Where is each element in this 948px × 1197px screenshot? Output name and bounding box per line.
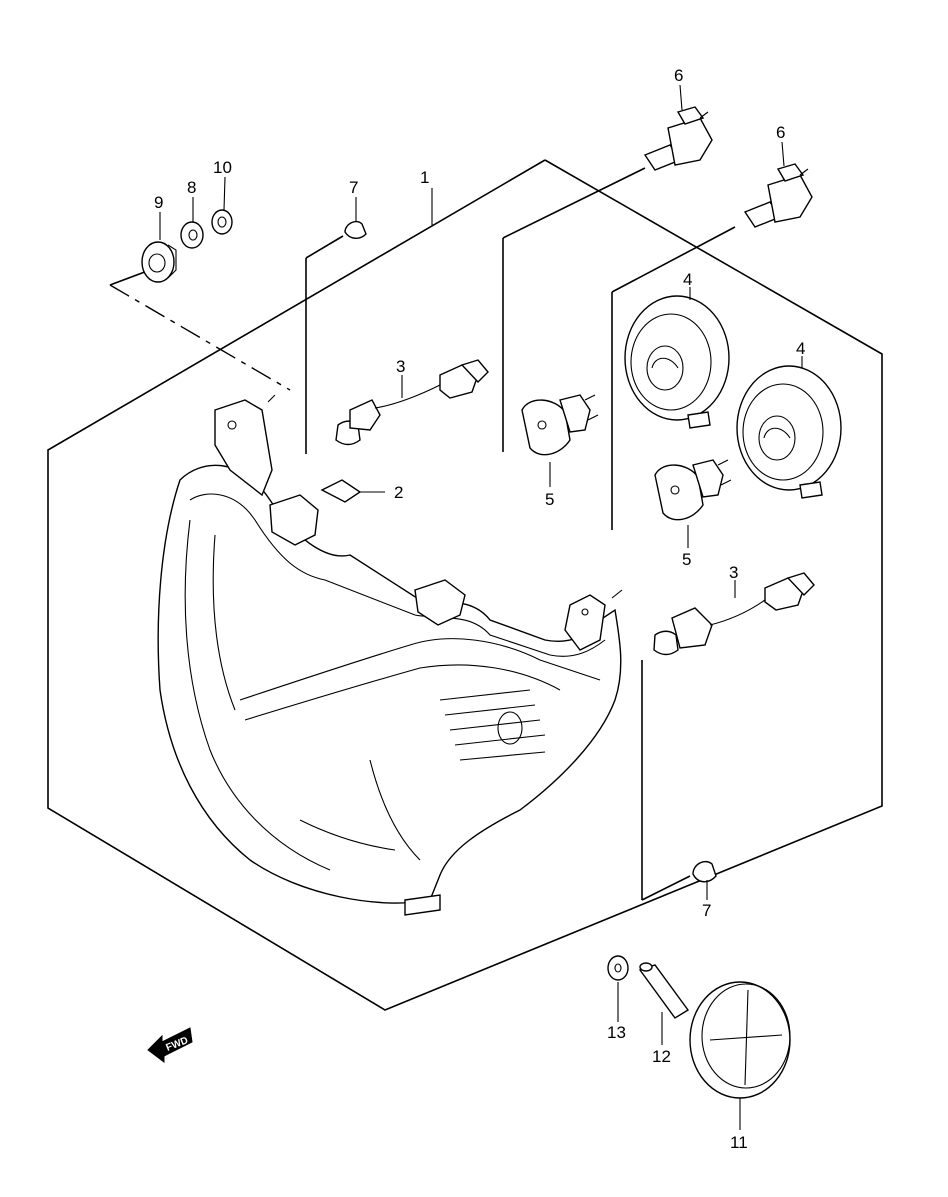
callout-9: 9 (154, 193, 163, 212)
callout-2: 2 (394, 483, 403, 502)
forward-arrow-icon: FWD (147, 1027, 193, 1063)
callout-10: 10 (213, 158, 232, 177)
callout-4-upper: 4 (683, 270, 692, 289)
position-bulb-part-7-lower (692, 860, 717, 883)
callout-4-lower: 4 (796, 339, 805, 358)
callout-5-upper: 5 (545, 490, 554, 509)
bulb-socket-part-5-lower (654, 459, 732, 521)
fwd-label: FWD (165, 1035, 190, 1054)
headlamp-housing (157, 394, 623, 916)
bulb-part-6-lower (743, 163, 813, 228)
harness-lower-part-3 (653, 572, 815, 656)
callout-1: 1 (420, 168, 429, 187)
bolt-part-12 (638, 962, 690, 1019)
leader-lines (159, 84, 803, 1130)
callout-11: 11 (730, 1133, 748, 1152)
callout-8: 8 (187, 178, 196, 197)
washer-part-13 (607, 955, 629, 981)
grommet-part-9 (141, 241, 177, 283)
reflector-cap-part-4-upper (624, 295, 730, 429)
reflector-cap-part-4-lower (736, 365, 842, 499)
callout-7-upper: 7 (349, 178, 358, 197)
callout-13: 13 (607, 1023, 626, 1042)
callout-12: 12 (652, 1047, 671, 1066)
callout-3-lower: 3 (729, 563, 738, 582)
callout-6-upper: 6 (674, 66, 683, 85)
bulb-socket-part-5-upper (521, 394, 599, 456)
cover-part-11 (689, 981, 791, 1099)
harness-upper-part-3 (335, 359, 489, 446)
washer-part-8 (180, 221, 204, 249)
nut-part-10 (211, 209, 233, 235)
position-bulb-part-7-upper (344, 220, 367, 239)
assembly-outline (47, 159, 883, 1011)
bulb-part-6-upper (643, 106, 713, 171)
callout-3-upper: 3 (396, 357, 405, 376)
callout-7-lower: 7 (702, 901, 711, 920)
callout-6-lower: 6 (776, 123, 785, 142)
callout-5-lower: 5 (682, 550, 691, 569)
clip-part-2 (320, 479, 385, 503)
